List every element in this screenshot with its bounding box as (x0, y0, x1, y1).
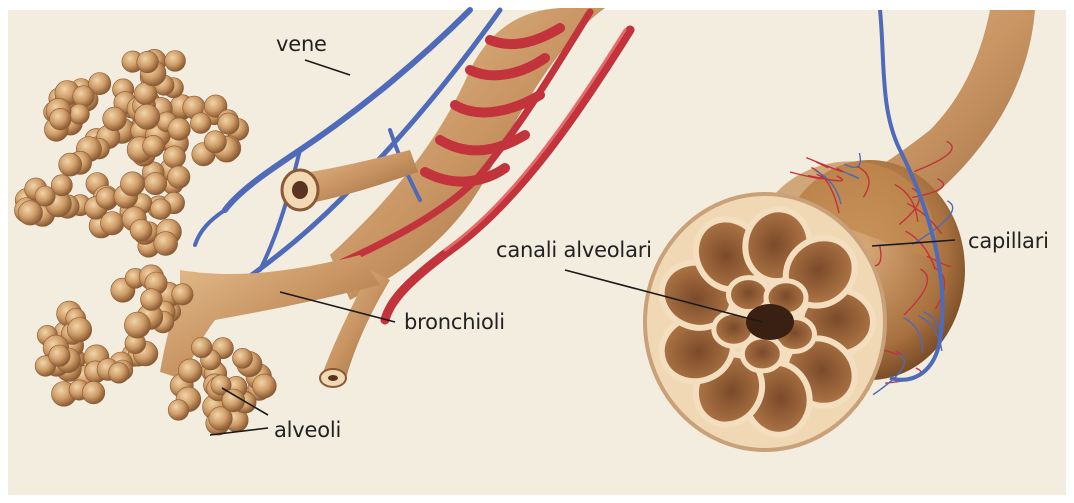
alveolus (101, 212, 124, 235)
alveolus (73, 86, 94, 107)
alveolus (137, 51, 159, 73)
alveolus (204, 131, 226, 153)
alveolus (253, 374, 277, 398)
alveolus (150, 199, 171, 220)
label-alveoli: alveoli (274, 420, 341, 441)
alveolus (103, 107, 127, 131)
alveolus (50, 108, 72, 130)
alveolus (222, 389, 245, 412)
alveolus (59, 153, 82, 176)
alveolus (154, 232, 178, 256)
alveolus (141, 289, 163, 311)
alveolus (143, 135, 165, 157)
alveolus (172, 284, 193, 305)
alveolus (191, 337, 212, 358)
alveolus (163, 146, 185, 168)
alveolus (82, 381, 105, 404)
alveolus (233, 348, 253, 368)
label-capillari: capillari (968, 231, 1049, 252)
alveolus (168, 118, 190, 140)
alveolus (69, 104, 89, 124)
alveolus (144, 172, 166, 194)
alveolus (120, 172, 144, 196)
label-vene: vene (276, 34, 327, 55)
alveolus (135, 104, 160, 129)
label-bronchioli: bronchioli (404, 312, 505, 333)
label-canali-alveolari: canali alveolari (496, 240, 652, 261)
alveolus (178, 359, 202, 383)
alveolus (109, 363, 130, 384)
alveolus (165, 51, 186, 72)
alveolus (218, 113, 239, 134)
alveolus (49, 345, 70, 366)
alveolus (35, 186, 55, 206)
alveolus (168, 400, 189, 421)
alveolus (168, 166, 190, 188)
central-canal (746, 304, 794, 340)
alveolus (124, 312, 150, 338)
alveolus (190, 113, 211, 134)
alveolus (67, 318, 91, 342)
alveolus (130, 219, 152, 241)
